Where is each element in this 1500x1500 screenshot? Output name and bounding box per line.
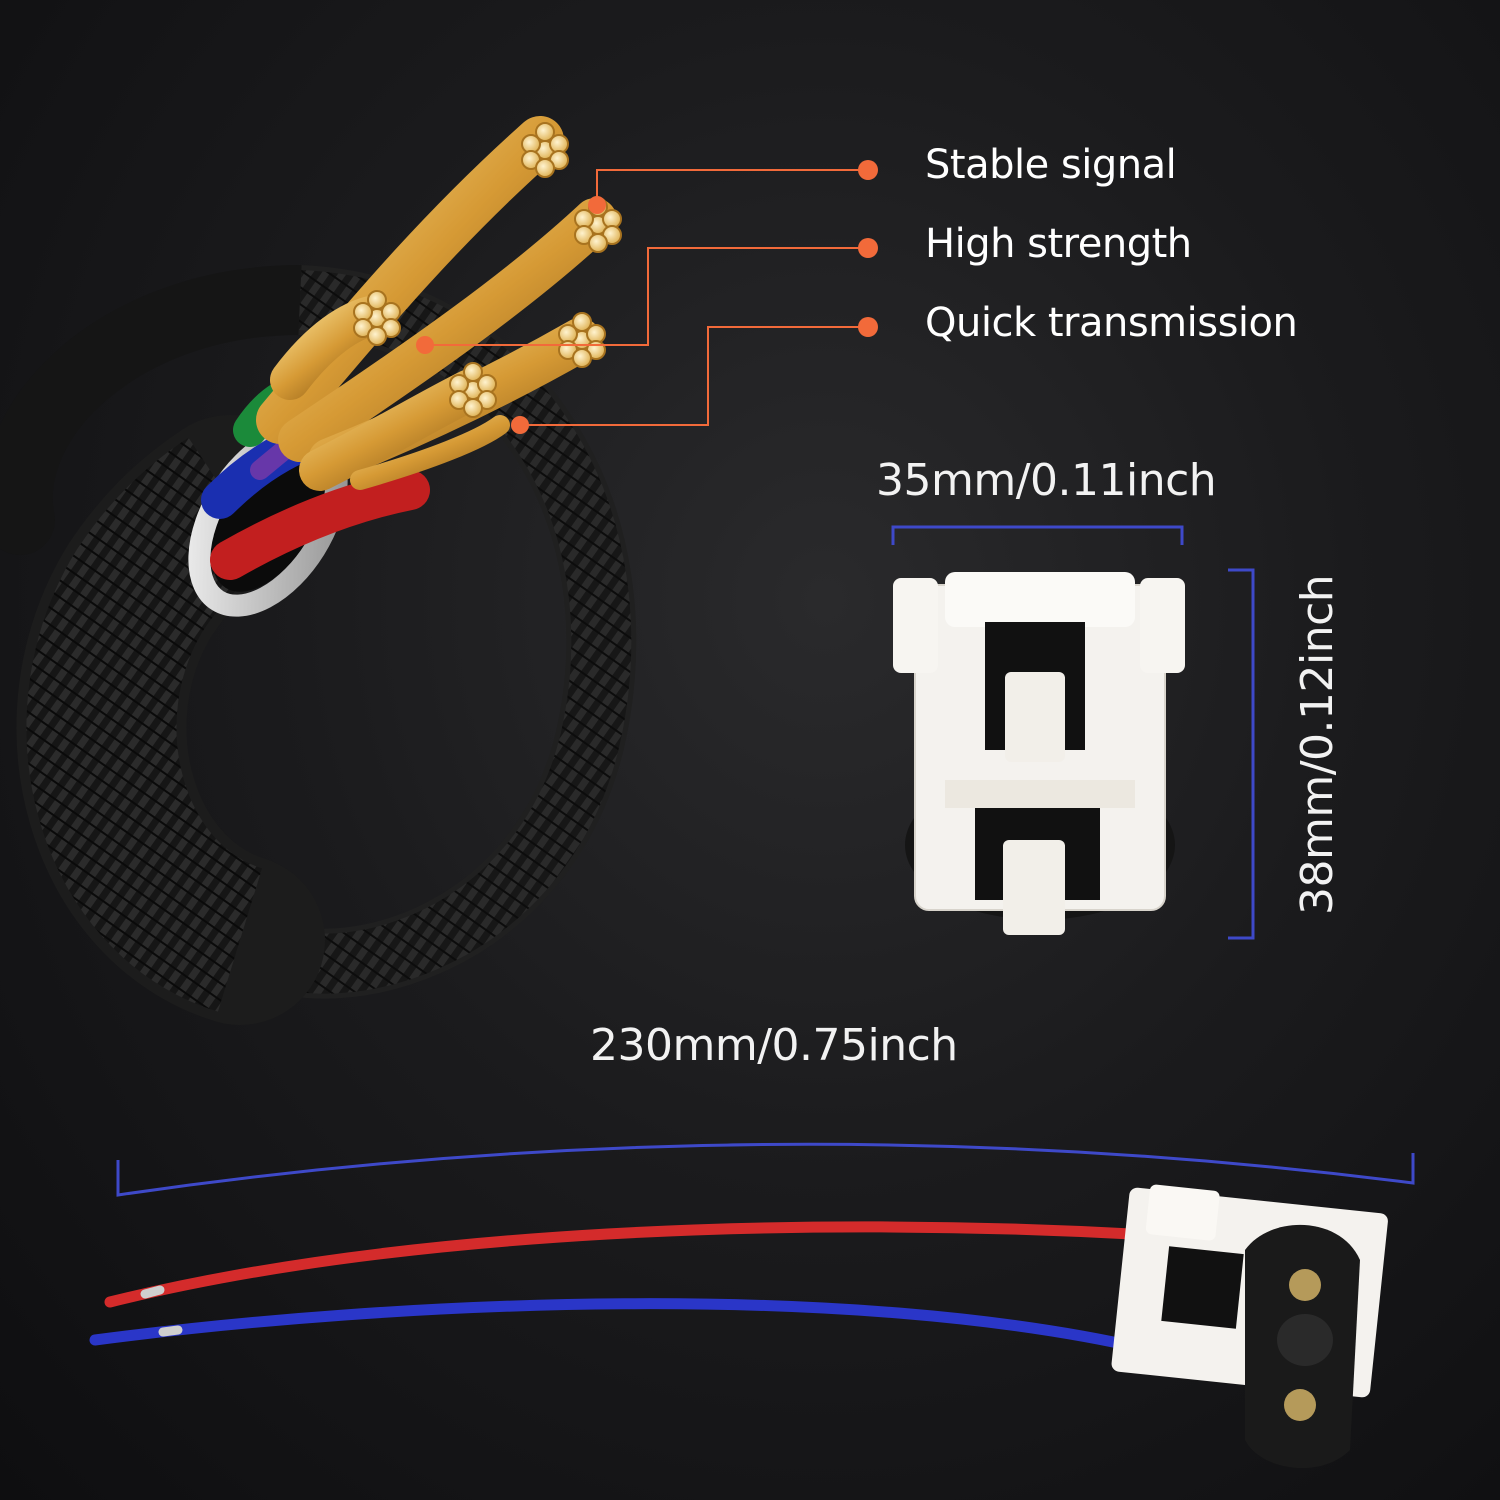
callout-dot-stable [858,160,878,180]
dimension-connector-width: 35mm/0.11inch [876,455,1217,506]
blue-wire [89,1298,1156,1356]
feature-high-strength: High strength [925,221,1192,267]
dimension-wire-length: 230mm/0.75inch [590,1020,958,1071]
callout-lines [425,169,868,426]
dimension-connector-height: 38mm/0.12inch [1292,574,1343,915]
length-bracket [116,1142,1415,1197]
feature-stable-signal: Stable signal [925,142,1177,188]
bottom-wires [89,1221,1156,1356]
callout-dot-strength [858,238,878,258]
width-bracket [891,525,1184,545]
feature-quick-transmission: Quick transmission [925,300,1298,346]
braided-cable [0,265,637,1025]
callout-dots [416,160,878,434]
callout-dot-transmission [858,317,878,337]
connector-top [893,572,1185,935]
red-wire [104,1221,1156,1308]
height-bracket [1228,568,1255,940]
dimension-brackets [116,525,1415,1197]
connector-side [1111,1184,1388,1469]
strand-tips [353,122,622,418]
